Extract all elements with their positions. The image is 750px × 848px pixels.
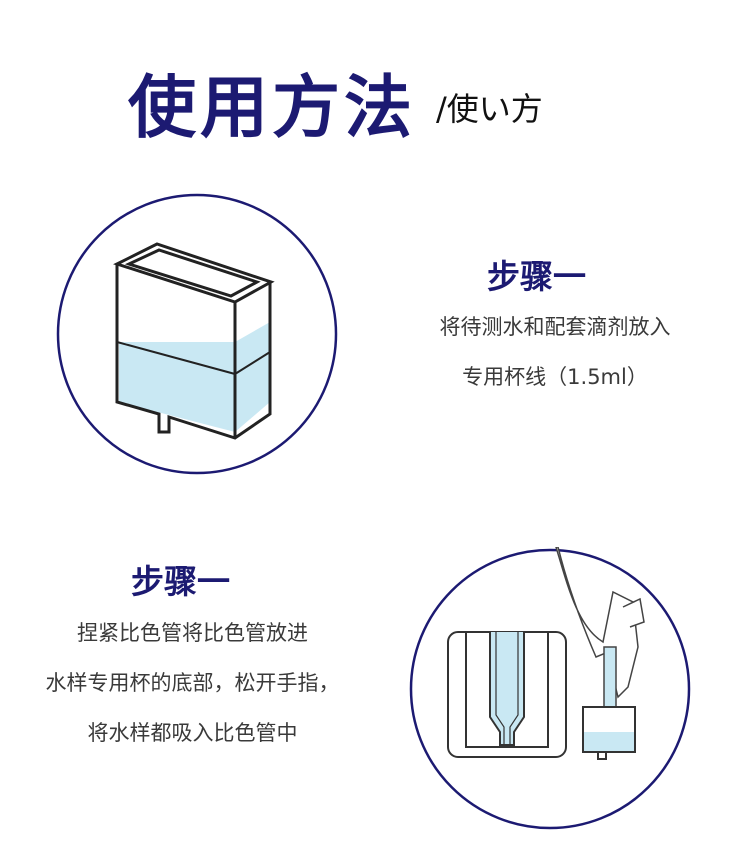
step1-instructions: 将待测水和配套滴剂放入 专用杯线（1.5ml） <box>390 302 720 402</box>
page-title: 使用方法 <box>128 69 417 148</box>
step2-line: 捏紧比色管将比色管放进 <box>77 621 308 645</box>
step1-line: 将待测水和配套滴剂放入 <box>439 315 671 339</box>
step2-heading: 步骤一 <box>131 562 230 601</box>
step2-illustration <box>409 547 691 830</box>
magnified-inset <box>447 631 567 758</box>
page-subtitle: /使い方 <box>436 90 543 128</box>
step1-line: 专用杯线（1.5ml） <box>462 365 648 389</box>
step2-line: 水样专用杯的底部，松开手指， <box>45 671 340 695</box>
step1-illustration <box>56 193 338 475</box>
step2-instructions: 捏紧比色管将比色管放进 水样专用杯的底部，松开手指， 将水样都吸入比色管中 <box>0 608 385 758</box>
step2-line: 将水样都吸入比色管中 <box>87 721 298 745</box>
measuring-cup-icon <box>113 242 275 440</box>
measuring-cup-icon <box>582 706 636 760</box>
step1-heading: 步骤一 <box>487 257 586 296</box>
hand-icon <box>555 547 645 699</box>
